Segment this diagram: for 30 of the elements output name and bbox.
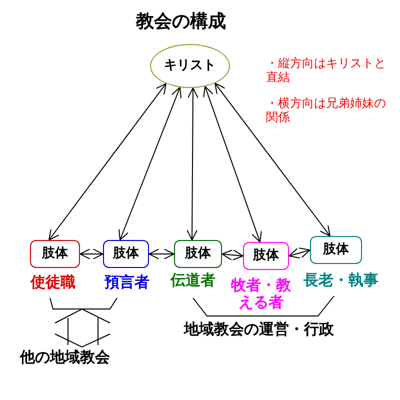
rounded-box bbox=[243, 242, 289, 270]
role-label: 牧者・教える者 bbox=[230, 277, 292, 311]
double-arrow bbox=[222, 249, 244, 261]
rounded-box bbox=[310, 236, 362, 264]
double-arrow bbox=[186, 87, 198, 240]
double-arrow bbox=[48, 83, 166, 240]
node-label: 肢体 bbox=[113, 245, 139, 264]
group-label: 他の地域教会 bbox=[20, 347, 110, 368]
double-arrow bbox=[288, 247, 310, 259]
double-arrow bbox=[80, 248, 104, 260]
node-label: 肢体 bbox=[42, 245, 68, 264]
rounded-box bbox=[30, 240, 80, 268]
double-arrow bbox=[203, 86, 262, 242]
node-label: キリスト bbox=[164, 57, 216, 76]
note: ・縦方向はキリストと直結 bbox=[266, 56, 387, 84]
double-arrow bbox=[148, 248, 174, 260]
title: 教会の構成 bbox=[136, 10, 226, 34]
note: ・横方向は兄弟姉妹の関係 bbox=[266, 96, 387, 124]
role-label: 長老・執事 bbox=[302, 272, 380, 289]
double-arrow bbox=[214, 82, 330, 236]
rounded-box bbox=[174, 240, 222, 268]
role-label: 預言者 bbox=[104, 274, 150, 291]
rounded-box bbox=[103, 240, 149, 268]
node-label: 肢体 bbox=[185, 245, 211, 264]
node-label: 肢体 bbox=[323, 241, 349, 260]
group-label: 地域教会の運営・行政 bbox=[184, 319, 334, 340]
node-label: 肢体 bbox=[253, 247, 279, 266]
double-arrow bbox=[118, 86, 182, 240]
role-label: 使徒職 bbox=[29, 274, 76, 291]
role-label: 伝道者 bbox=[169, 272, 216, 289]
